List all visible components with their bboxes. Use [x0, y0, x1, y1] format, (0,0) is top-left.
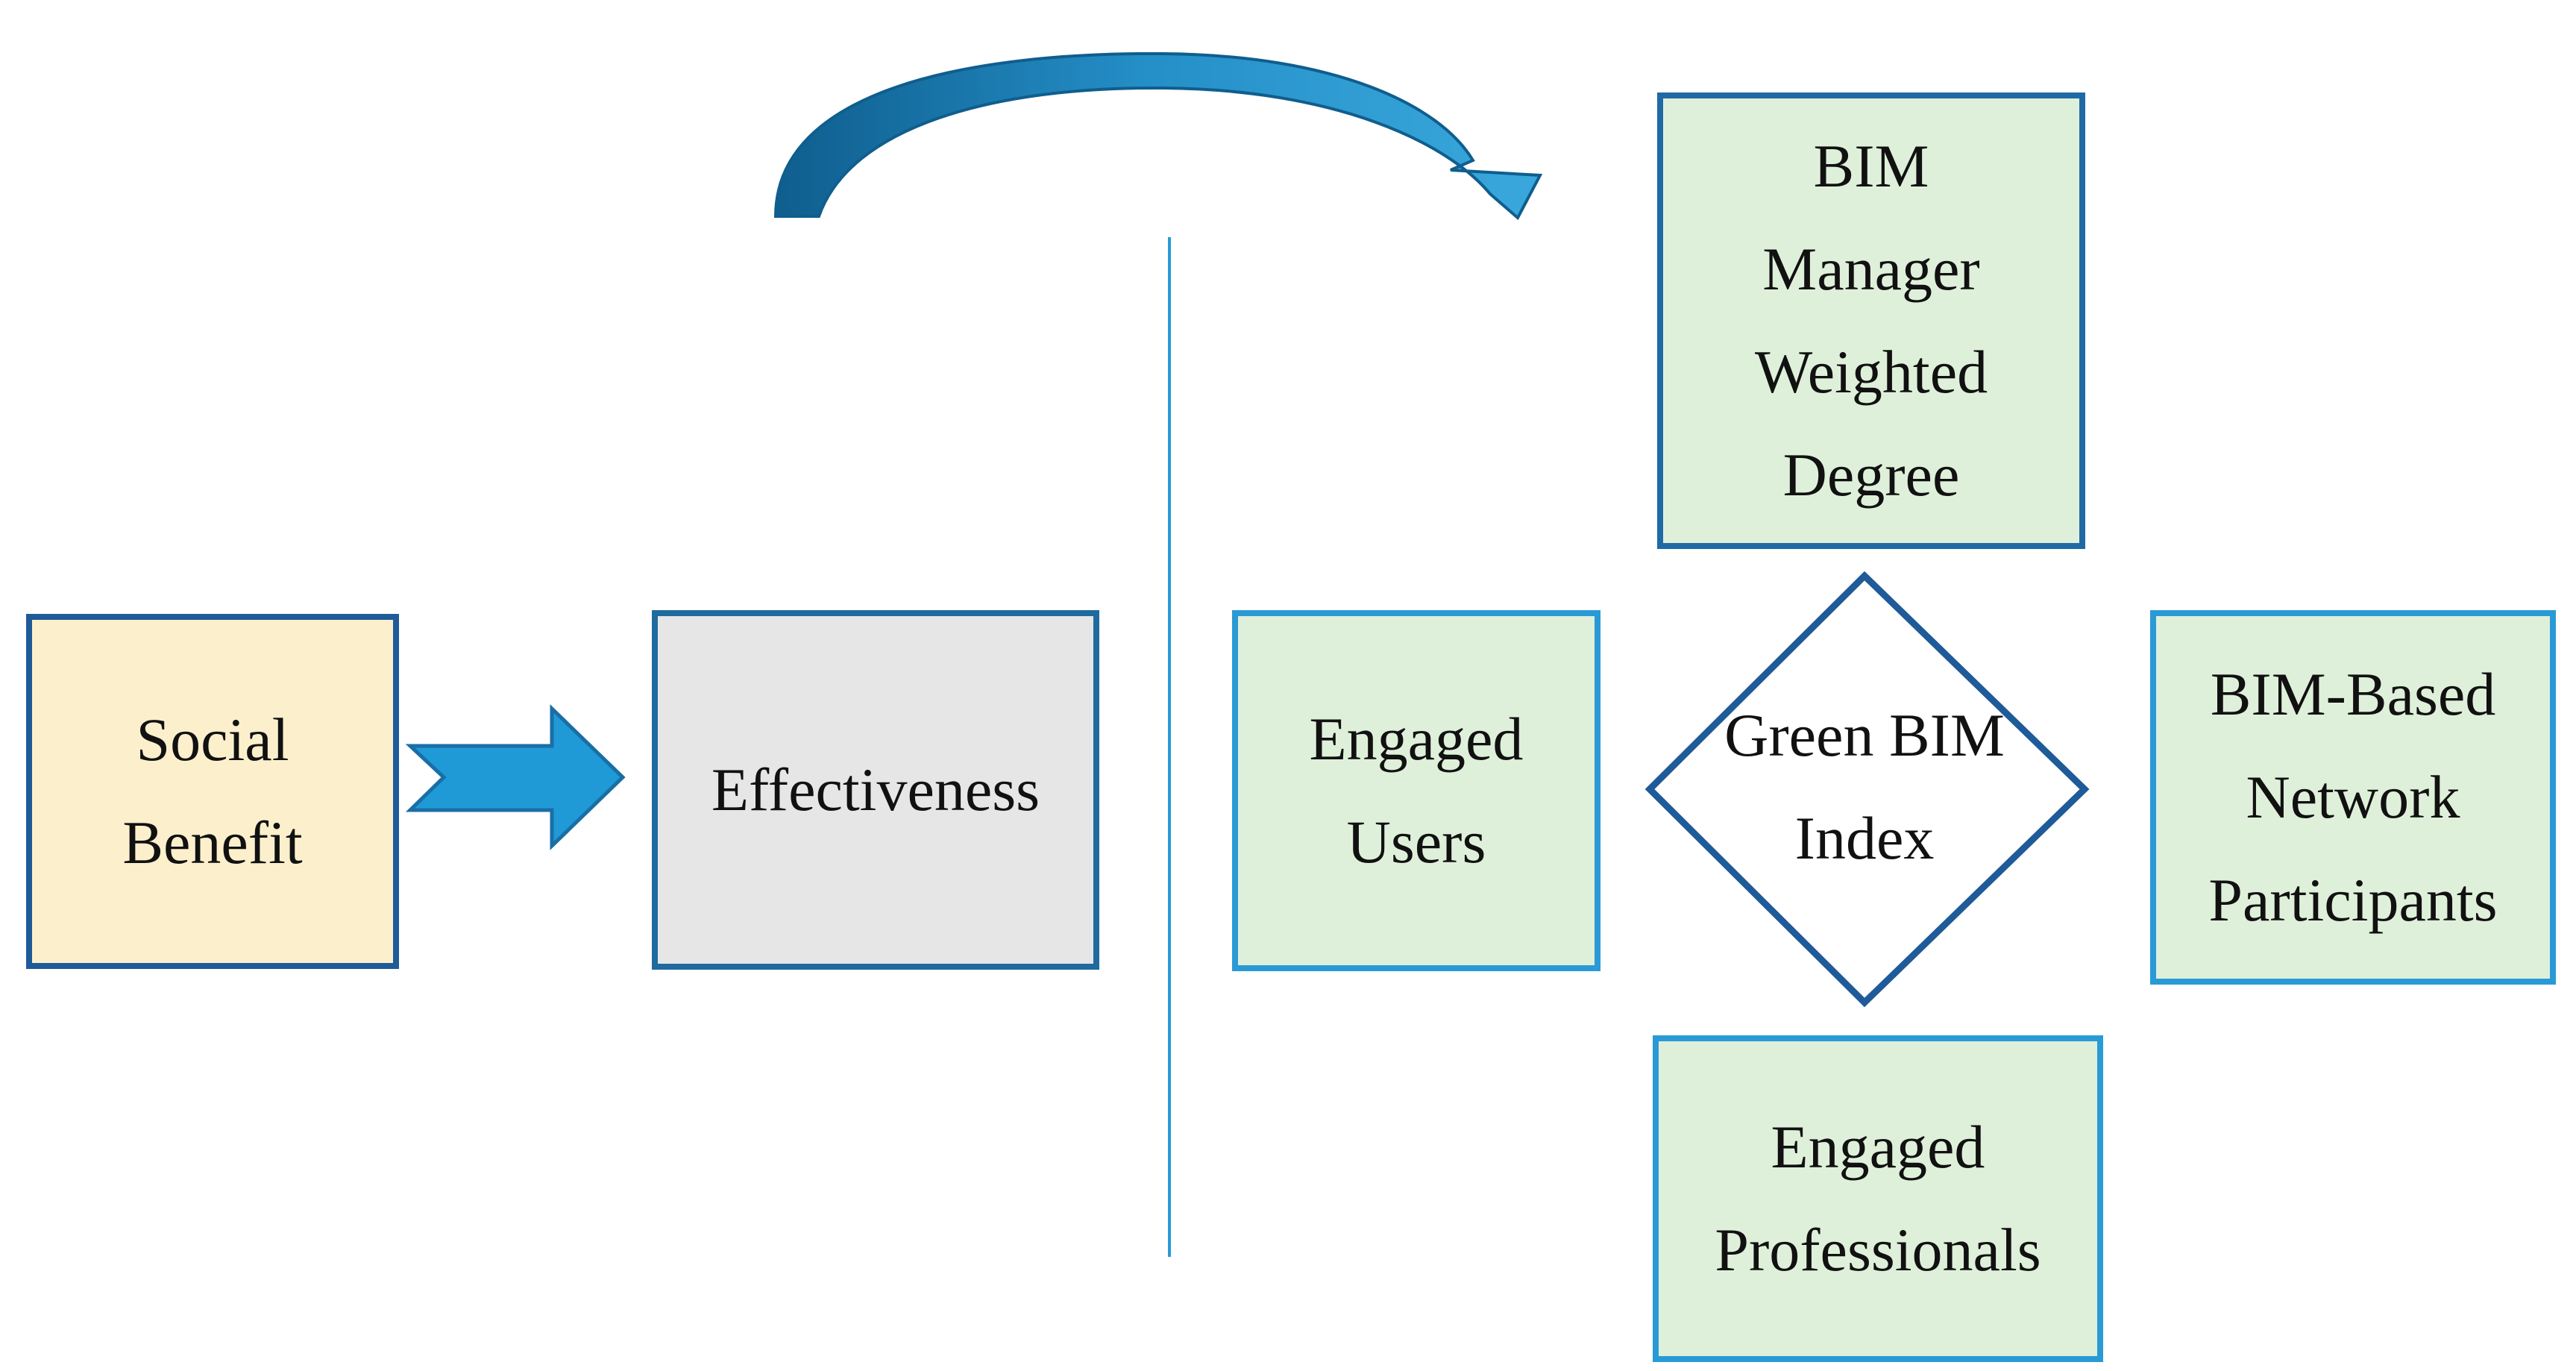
node-label-line: Benefit: [122, 809, 303, 876]
node-label-line: Degree: [1782, 441, 1960, 509]
node-label-line: Engaged: [1309, 705, 1524, 773]
node-label-line: BIM-Based: [2210, 660, 2496, 728]
curved-arrow-icon: [773, 51, 1543, 221]
block-arrow-right-icon: [405, 704, 626, 850]
node-green-bim-index: Green BIM Index: [1648, 571, 2081, 1003]
node-label-line: Network: [2246, 763, 2460, 831]
node-label-line: Index: [1794, 804, 1935, 872]
node-label-line: Effectiveness: [711, 756, 1040, 823]
node-label-line: Participants: [2208, 866, 2498, 934]
node-bim-manager-weighted-degree: BIM Manager Weighted Degree: [1657, 92, 2085, 549]
node-label-line: Social: [136, 706, 289, 774]
node-label-line: Green BIM: [1724, 701, 2005, 769]
node-label-line: Manager: [1762, 235, 1980, 303]
node-effectiveness: Effectiveness: [652, 610, 1099, 970]
node-bim-based-network-participants: BIM-Based Network Participants: [2150, 610, 2556, 985]
node-label-line: BIM: [1813, 132, 1929, 200]
green-bim-index-diamond: [1644, 571, 2090, 1008]
node-engaged-users: Engaged Users: [1232, 610, 1600, 971]
node-engaged-professionals: Engaged Professionals: [1653, 1035, 2103, 1362]
node-label-line: Users: [1346, 808, 1486, 876]
node-social-benefit: Social Benefit: [26, 614, 399, 969]
node-label-line: Engaged: [1771, 1113, 1985, 1181]
node-label-line: Professionals: [1715, 1216, 2041, 1284]
node-label-line: Weighted: [1754, 338, 1988, 406]
